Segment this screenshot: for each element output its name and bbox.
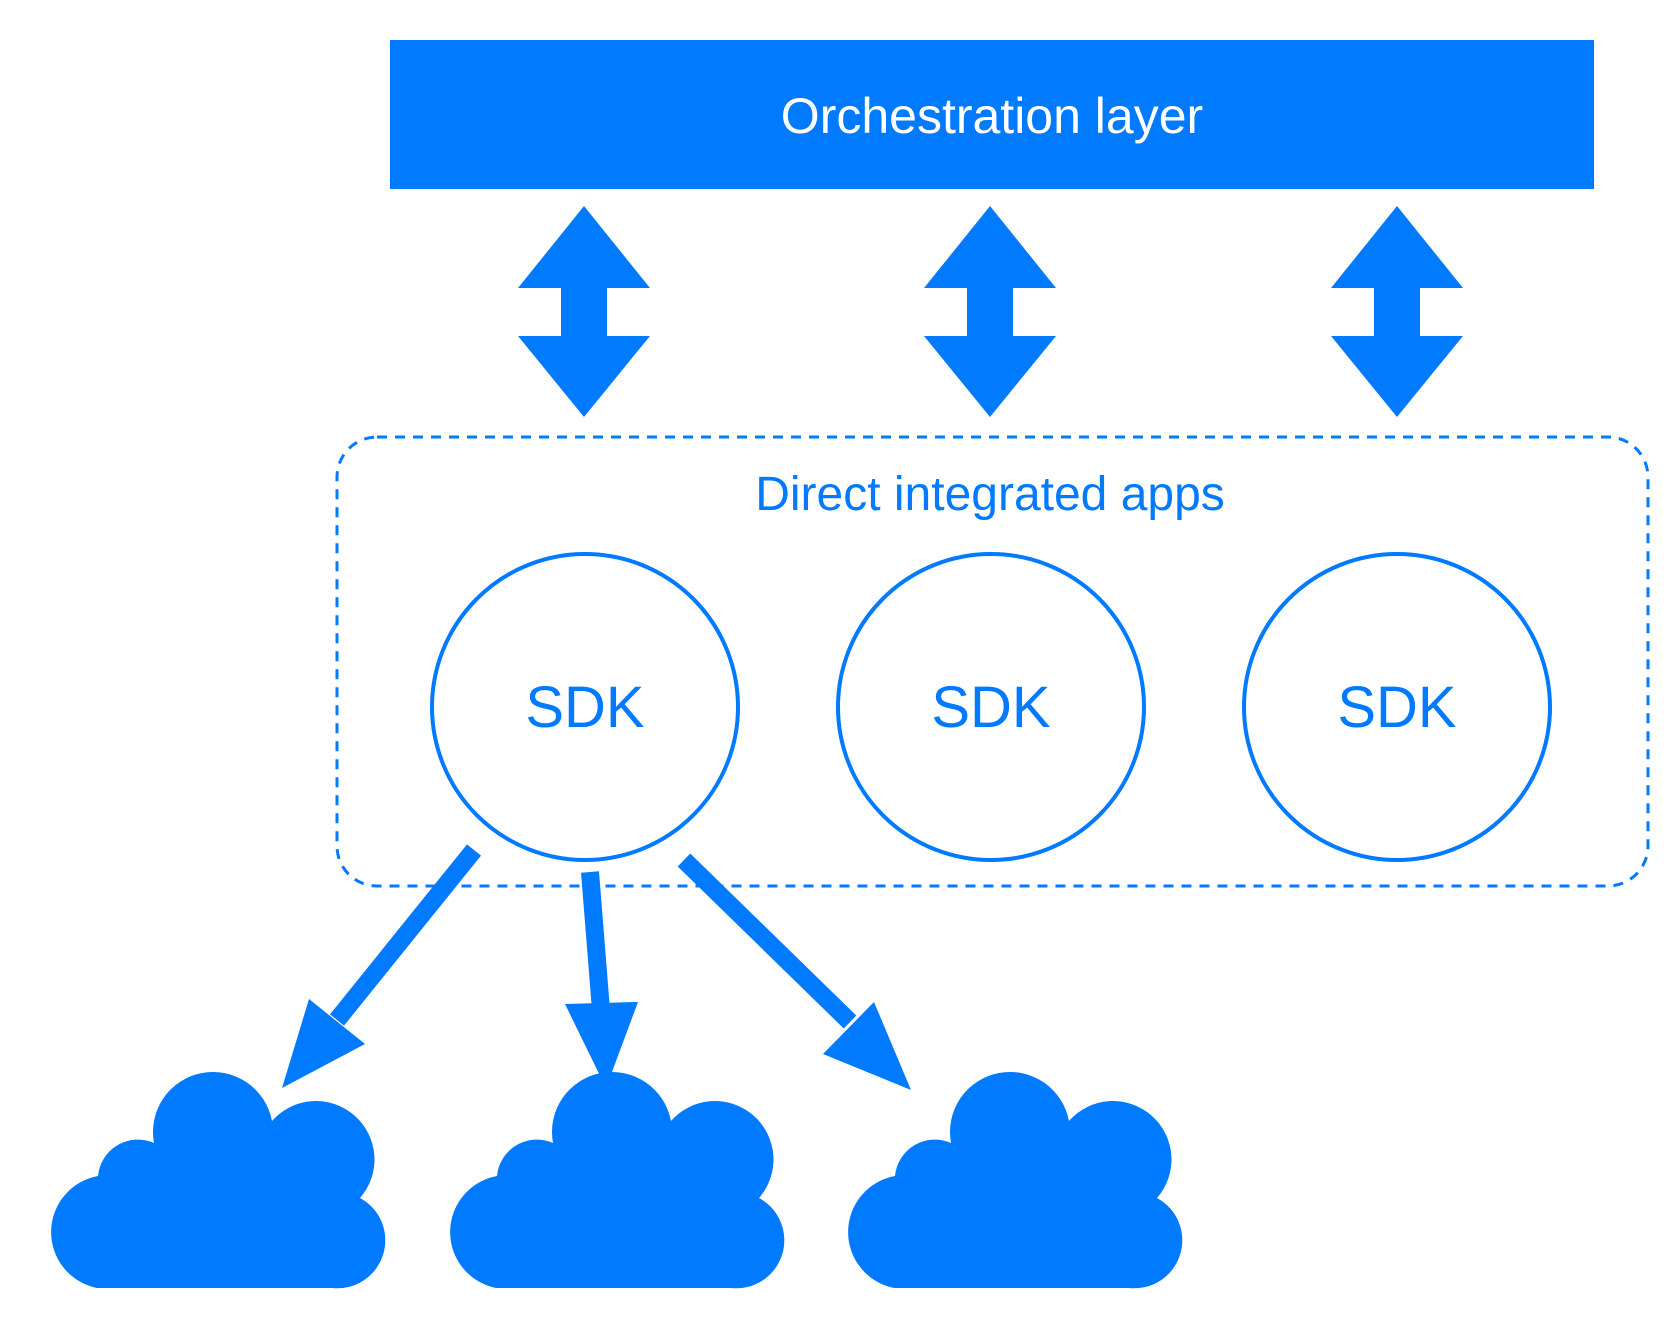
direct-integrated-apps-group: Direct integrated apps SDK SDK SDK	[335, 435, 1650, 888]
sdk-circle	[836, 552, 1146, 862]
arrow-head-icon	[823, 1002, 911, 1090]
cloud-icon	[51, 1071, 386, 1289]
sdk-node-2: SDK	[836, 552, 1146, 862]
cloud-3	[848, 1071, 1183, 1289]
double-arrow-3	[1331, 206, 1463, 417]
double-arrow-2	[924, 206, 1056, 417]
sdk-node-3: SDK	[1242, 552, 1552, 862]
apps-group-label: Direct integrated apps	[755, 468, 1225, 521]
apps-group-border	[335, 435, 1650, 888]
cloud-2	[450, 1071, 785, 1289]
cloud-icon	[450, 1071, 785, 1289]
arrow-head-icon	[282, 999, 365, 1088]
orchestration-layer-label: Orchestration layer	[781, 88, 1203, 144]
sdk-node-1: SDK	[430, 552, 740, 862]
arrow-shaft	[677, 853, 857, 1029]
double-arrow-icon	[1331, 206, 1463, 417]
sdk-circle	[1242, 552, 1552, 862]
sdk-circle	[430, 552, 740, 862]
sdk-to-cloud-arrow-3	[677, 853, 911, 1090]
sdk-to-cloud-arrow-2	[565, 871, 638, 1088]
double-arrow-1	[518, 206, 650, 417]
arrow-shaft	[581, 871, 610, 1011]
cloud-1	[51, 1071, 386, 1289]
sdk-label: SDK	[1337, 675, 1457, 740]
sdk-to-cloud-arrow-1	[282, 844, 482, 1088]
orchestration-layer-bar	[390, 40, 1594, 189]
orchestration-layer: Orchestration layer	[390, 40, 1594, 189]
double-arrow-icon	[924, 206, 1056, 417]
cloud-icon	[848, 1071, 1183, 1289]
sdk-label: SDK	[525, 675, 645, 740]
sdk-label: SDK	[931, 675, 1051, 740]
arrow-shaft	[329, 844, 482, 1026]
arrow-head-icon	[565, 1002, 638, 1088]
double-arrow-icon	[518, 206, 650, 417]
